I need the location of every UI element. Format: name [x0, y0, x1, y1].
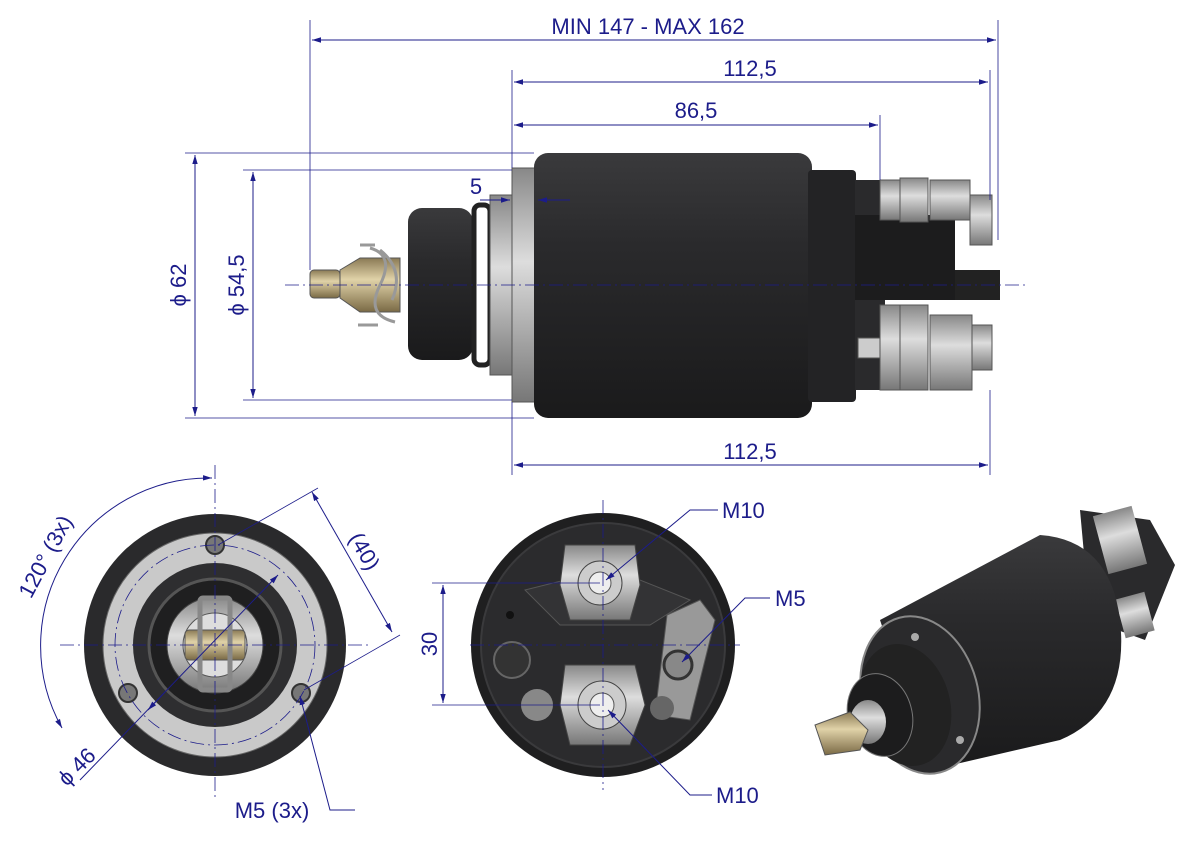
- bottom-terminal-label: M10: [716, 783, 759, 808]
- mount-hole: [118, 683, 138, 703]
- bolt-circle-label: ϕ 46: [53, 743, 101, 791]
- side-view: [285, 153, 1025, 418]
- overall-length-label: MIN 147 - MAX 162: [551, 14, 744, 39]
- isometric-view: [814, 505, 1175, 775]
- boss: [408, 208, 473, 360]
- flange-thickness-label: 5: [470, 174, 482, 199]
- body-length-top-label: 112,5: [723, 56, 776, 81]
- terminal-spacing-label: 30: [417, 632, 442, 656]
- top-terminal-nuts: [879, 177, 993, 246]
- body-length-bottom-label: 112,5: [723, 439, 776, 464]
- top-terminal-label: M10: [722, 498, 765, 523]
- body-to-terminal-label: 86,5: [675, 98, 718, 123]
- angle-label: 120° (3x): [13, 511, 77, 602]
- small-terminal-label: M5: [775, 586, 806, 611]
- inner-diameter-label: ϕ 54,5: [224, 254, 249, 315]
- front-view: 120° (3x) (40) ϕ 46 M5 (3x): [13, 465, 401, 823]
- rear-view: 30 M10 M5 M10: [417, 498, 806, 808]
- outer-diameter-label: ϕ 62: [166, 264, 191, 307]
- hole-spacing-label: (40): [344, 528, 385, 574]
- mount-thread-label: M5 (3x): [235, 798, 310, 823]
- return-spring: [358, 243, 398, 327]
- end-cap: [808, 170, 856, 402]
- side-dimensions: MIN 147 - MAX 162 112,5 86,5 5 ϕ 62 ϕ 54…: [166, 14, 999, 475]
- terminal-block: [855, 215, 955, 300]
- bottom-terminal-nuts: [857, 304, 993, 391]
- solenoid-body: [534, 153, 812, 418]
- plunger-tip: [309, 269, 341, 299]
